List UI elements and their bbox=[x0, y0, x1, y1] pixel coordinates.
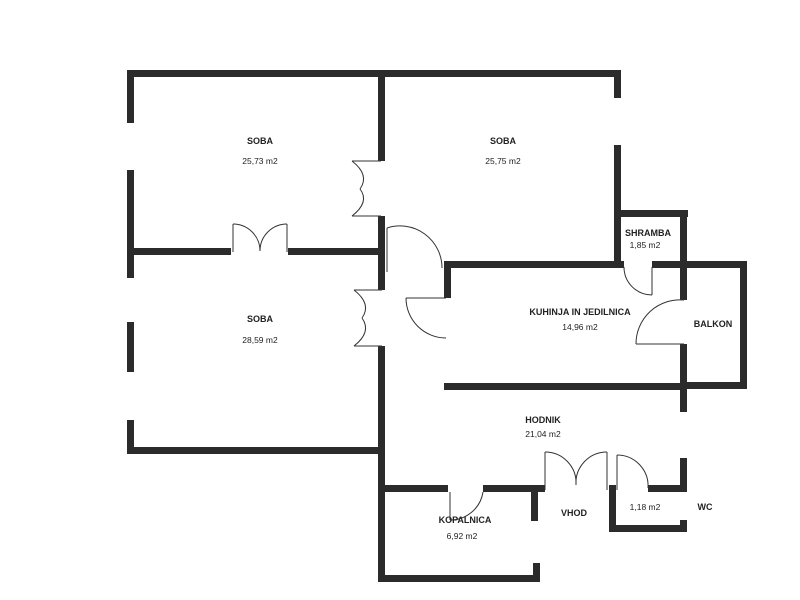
wall-shramba-top bbox=[614, 210, 688, 217]
wall-left-2 bbox=[127, 170, 134, 278]
wall-vhod-left bbox=[538, 485, 545, 492]
wall-soba-divider-right bbox=[288, 248, 385, 255]
wall-right-upper-1 bbox=[614, 70, 621, 98]
door-shramba bbox=[623, 266, 653, 296]
door-central-lower bbox=[353, 289, 382, 347]
wall-kopalnica-bottom bbox=[378, 575, 540, 582]
label-soba-bottom: SOBA bbox=[247, 314, 274, 324]
area-hodnik: 21,04 m2 bbox=[525, 429, 561, 439]
wall-right-upper-2 bbox=[614, 145, 621, 267]
area-wc: 1,18 m2 bbox=[630, 502, 661, 512]
wall-soba-divider-left bbox=[127, 248, 231, 255]
label-wc: WC bbox=[698, 502, 713, 512]
wall-balkon-right bbox=[740, 261, 747, 389]
area-shramba: 1,85 m2 bbox=[630, 240, 661, 250]
wall-kitchen-left-stub bbox=[444, 261, 451, 298]
label-hodnik: HODNIK bbox=[525, 415, 561, 425]
wall-kopalnica-right bbox=[531, 485, 538, 521]
door-hall-upper bbox=[386, 225, 443, 272]
label-kopalnica: KOPALNICA bbox=[439, 515, 492, 525]
wall-kitchen-bottom bbox=[444, 383, 687, 390]
area-soba-top-left: 25,73 m2 bbox=[242, 156, 278, 166]
wall-kitchen-top bbox=[444, 261, 624, 268]
wall-wc-right-upper bbox=[680, 458, 687, 492]
label-shramba: SHRAMBA bbox=[625, 228, 671, 238]
wall-top bbox=[127, 70, 621, 77]
area-kuhinja: 14,96 m2 bbox=[562, 322, 598, 332]
wall-central-2 bbox=[378, 216, 385, 290]
label-soba-top-right: SOBA bbox=[490, 136, 517, 146]
door-soba-double bbox=[232, 223, 288, 252]
area-soba-bottom: 28,59 m2 bbox=[242, 335, 278, 345]
wall-balkon-left-lower bbox=[680, 344, 687, 412]
label-soba-top-left: SOBA bbox=[247, 136, 274, 146]
wall-left-3 bbox=[127, 322, 134, 372]
wall-central-1 bbox=[378, 77, 385, 161]
wall-kopalnica-top-left bbox=[378, 485, 448, 492]
wall-central-3 bbox=[378, 346, 385, 582]
door-balkon bbox=[635, 299, 685, 345]
door-kitchen bbox=[405, 297, 447, 339]
wall-kopalnica-top-right bbox=[483, 485, 543, 492]
wall-shramba-right bbox=[680, 210, 687, 300]
wall-wc-right-lower bbox=[680, 520, 687, 532]
label-balkon: BALKON bbox=[694, 319, 733, 329]
doors bbox=[232, 160, 685, 521]
walls bbox=[127, 70, 747, 582]
label-kuhinja: KUHINJA IN JEDILNICA bbox=[529, 307, 631, 317]
door-kopalnica bbox=[449, 491, 484, 521]
area-soba-top-right: 25,75 m2 bbox=[485, 156, 521, 166]
wall-kitchen-top-right bbox=[652, 261, 747, 268]
wall-wc-bottom bbox=[609, 525, 687, 532]
door-vhod bbox=[544, 451, 608, 490]
wall-soba-bottom bbox=[127, 447, 384, 454]
door-central-upper bbox=[351, 160, 381, 217]
label-vhod: VHOD bbox=[561, 508, 588, 518]
door-wc bbox=[616, 454, 649, 490]
wall-left-1 bbox=[127, 70, 134, 123]
wall-kopalnica-right-lower bbox=[533, 563, 540, 582]
wall-left-4 bbox=[127, 420, 134, 454]
wall-wc-left bbox=[609, 485, 616, 532]
wall-wc-top bbox=[648, 485, 687, 492]
area-kopalnica: 6,92 m2 bbox=[447, 531, 478, 541]
wall-balkon-bottom bbox=[680, 382, 747, 389]
room-labels: SOBA 25,73 m2 SOBA 25,75 m2 SOBA 28,59 m… bbox=[242, 136, 732, 541]
